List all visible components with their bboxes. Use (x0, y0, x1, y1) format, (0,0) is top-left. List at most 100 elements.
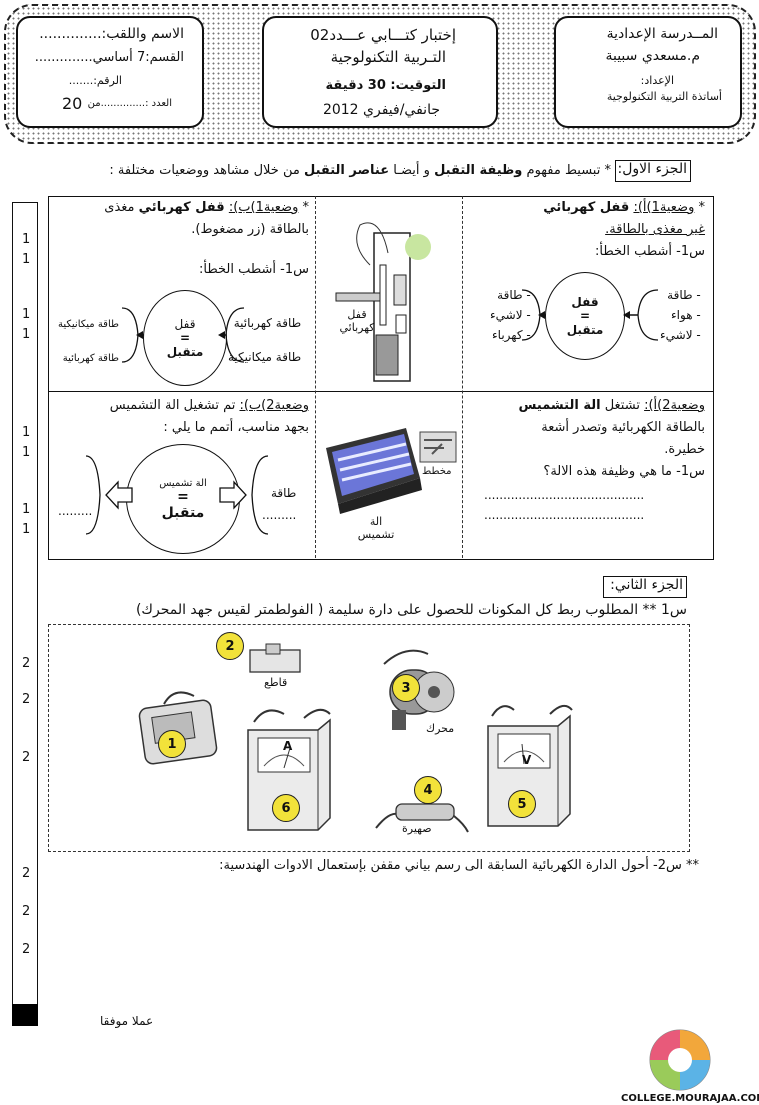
s1a-oval-eq: = (579, 309, 591, 323)
s1b-oval-top: قفل (174, 317, 196, 331)
part1-col-divider-right (462, 196, 463, 558)
exam-title: إختبار كتـــابي عـــدد02 (310, 26, 456, 44)
s2a-heading: وضعية2)أ): تشتغل الة التشميس (519, 398, 705, 413)
s1a-line2: غير مغذى بالطاقة. (605, 222, 705, 237)
fuse-image (375, 803, 469, 833)
fuse-label: صهيرة (402, 822, 432, 835)
score-column (12, 202, 38, 1026)
tanning-lamp-image (326, 428, 457, 514)
s2b-heading: وضعية2)ب): تم تشغيل الة التشميس (110, 398, 309, 413)
part1-title-box (615, 160, 691, 182)
part1-intro-bold1: وظيفة التقبل (434, 163, 523, 178)
s2b-input: طاقة ......... (262, 486, 297, 522)
component-number-6: 6 (272, 794, 300, 822)
score-mark: 1 (22, 232, 31, 247)
grade-label: العدد :..............من (87, 98, 172, 109)
s1b-line2: بالطاقة (زر مضغوط). (191, 222, 309, 237)
prepared-by-label: الإعداد: (640, 74, 674, 87)
switch-image (249, 643, 301, 673)
site-url: COLLEGE.MOURAJAA.COM (621, 1093, 759, 1104)
ammeter-symbol: A (283, 739, 293, 753)
s1b-label: وضعية1)ب): (228, 200, 299, 215)
exam-info-box: إختبار كتـــابي عـــدد02 التـربية التكنو… (262, 16, 498, 128)
s2b-arrows (85, 455, 269, 535)
s2a-text: تشتغل (600, 398, 645, 413)
score-mark: 1 (22, 445, 31, 460)
s2a-line2: بالطاقة الكهربائية وتصدر أشعة (541, 420, 705, 435)
s2a-answer-line: ........................................… (484, 488, 645, 502)
s2a-answer-line: ........................................… (484, 508, 645, 522)
score-mark: 2 (22, 904, 31, 919)
ammeter-image (247, 708, 331, 831)
s2a-question: س1- ما هي وظيفة هذه الالة؟ (543, 464, 705, 479)
voltmeter-symbol: V (522, 753, 532, 767)
part1-intro-mid: و أيضـا (389, 163, 435, 178)
s1b-question: س1- أشطب الخطأ: (198, 262, 309, 277)
score-mark: 1 (22, 522, 31, 537)
score-column-footer (12, 1004, 38, 1026)
school-name: المــدرسة الإعدادية (606, 26, 718, 42)
header-banner: المــدرسة الإعدادية م.مسعدي سبيبة الإعدا… (4, 4, 756, 144)
score-mark: 2 (22, 692, 31, 707)
score-mark: 1 (22, 327, 31, 342)
school-town: م.مسعدي سبيبة (605, 48, 700, 64)
s1a-arrows (521, 289, 659, 341)
exam-date: جانفي/فيفري 2012 (322, 102, 440, 118)
s1b-arrows (121, 307, 245, 363)
s1a-heading: * وضعية1)أ): قفل كهربائي (543, 200, 705, 215)
s1b-input-item: طاقة كهربائية (233, 316, 302, 330)
subject-title: التـربية التكنولوجية (330, 48, 446, 66)
switch-label: قاطع (264, 676, 288, 689)
s2a-title: الة التشميس (518, 398, 601, 413)
s1b-title: قفل كهربائي (138, 200, 225, 215)
s1a-question: س1- أشطب الخطأ: (594, 244, 705, 259)
lamp-symbol-caption: مخطط (422, 466, 452, 477)
score-mark: 2 (22, 866, 31, 881)
component-number-5: 5 (508, 790, 536, 818)
lamp-caption: الة تشميس (357, 515, 395, 541)
electric-lock-image (335, 222, 431, 382)
component-number-2: 2 (216, 632, 244, 660)
s1b-input-list: طاقة كهربائية طاقة ميكانيكية (228, 306, 301, 374)
s2b-text: تم تشغيل الة التشميس (109, 398, 240, 413)
s1a-output-item: - كهرباء (492, 328, 531, 342)
student-class-field: القسم:7 أساسي.............. (34, 50, 184, 65)
s1b-output-item: طاقة ميكانيكية (58, 319, 119, 330)
part1-row-divider (48, 391, 714, 392)
lock-caption: قفل كهربائي (339, 308, 375, 334)
s1a-input-item: - لاشيء (660, 328, 701, 342)
s2b-oval-top: الة تشميس (159, 477, 207, 489)
circuit-components-box (48, 624, 690, 852)
s1a-title: قفل كهربائي (543, 200, 630, 215)
s1a-output-list: - طاقة - لاشيء - كهرباء (490, 285, 531, 345)
score-mark: 1 (22, 425, 31, 440)
part2-title-box (603, 576, 687, 598)
s2b-output: ......... (58, 504, 93, 518)
part1-col-divider-left (315, 196, 316, 558)
s1a-input-item: - هواء (671, 308, 701, 322)
s2b-oval-eq: = (177, 488, 189, 505)
teachers-label: أساتذة التربية التكنولوجية (606, 90, 722, 103)
component-number-1: 1 (158, 730, 186, 758)
s1a-oval-bottom: متقبل (566, 323, 604, 337)
grade-total: 20 (62, 94, 83, 113)
part2-question2: ** س2- أحول الدارة الكهربائية السابقة ال… (219, 858, 699, 873)
s1b-heading: * وضعية1)ب): قفل كهربائي مغذى (104, 200, 309, 215)
s2b-label: وضعية2)ب): (239, 398, 309, 413)
part2-title: الجزء الثاني: (610, 577, 683, 593)
component-number-3: 3 (392, 674, 420, 702)
s1a-oval-top: قفل (571, 295, 599, 309)
part1-box (48, 196, 714, 560)
s1a-oval: قفل = متقبل (545, 272, 625, 360)
part2-question1: س1 ** المطلوب ربط كل المكونات للحصول على… (135, 602, 687, 618)
part1-title: الجزء الاول: (617, 161, 687, 177)
motor-label: محرك (426, 722, 455, 735)
closing-text: عملا موفقا (100, 1014, 154, 1028)
school-box: المــدرسة الإعدادية م.مسعدي سبيبة الإعدا… (554, 16, 742, 128)
s1a-input-item: - طاقة (667, 288, 701, 302)
student-number-field: الرقم:....... (68, 74, 122, 87)
s2a-line3: خطيرة. (664, 442, 705, 457)
s1b-output-item: طاقة كهربائية (62, 353, 119, 364)
score-mark: 1 (22, 307, 31, 322)
score-mark: 1 (22, 252, 31, 267)
